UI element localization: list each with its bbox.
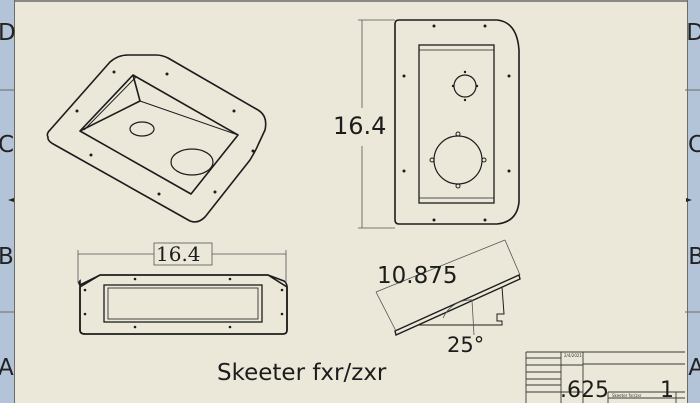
zone-label-right-d: D [686, 20, 700, 46]
sheet-border [15, 0, 687, 403]
top-view-width-dimension: 16.4 [156, 242, 201, 266]
title-block [525, 351, 685, 403]
zone-dividers [0, 89, 700, 313]
side-view-length-dimension: 10.875 [377, 263, 458, 289]
title-block-date: 2/4/2021 [564, 353, 582, 358]
isometric-view [46, 54, 267, 223]
zone-label-left-d: D [0, 20, 16, 46]
title-block-sheet-number: 1 [660, 378, 674, 403]
side-view-angle-dimension: 25° [447, 333, 485, 357]
drawing-title: Skeeter fxr/zxr [217, 360, 387, 386]
front-view [358, 19, 520, 229]
center-markers [8, 198, 692, 202]
top-view [77, 242, 288, 335]
zone-label-left-a: A [0, 355, 14, 381]
front-view-height-dimension: 16.4 [333, 112, 387, 140]
zone-label-left-b: B [0, 244, 14, 270]
title-block-scale: .625 [560, 378, 609, 403]
zone-label-right-a: A [688, 355, 700, 381]
zone-label-right-b: B [688, 244, 700, 270]
title-block-part-name: Skeeter fxr/zxr [612, 393, 642, 398]
zone-label-left-c: C [0, 132, 15, 158]
zone-label-right-c: C [687, 132, 700, 158]
side-view [375, 239, 521, 336]
drawing-sheet [14, 0, 688, 403]
